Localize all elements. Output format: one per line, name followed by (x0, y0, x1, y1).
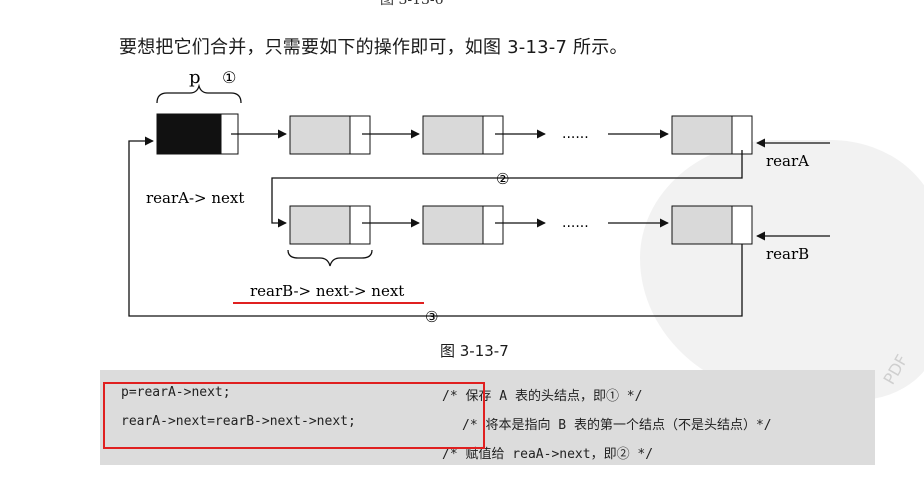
rearA-next-label: rearA-> next (146, 189, 244, 207)
step3-link (128, 136, 743, 317)
rearB-next-next-label: rearB-> next-> next (250, 282, 404, 300)
list-a-node-2 (422, 115, 504, 155)
watermark-seal (640, 140, 924, 400)
list-a-head-node (156, 113, 239, 155)
step1-marker: ① (222, 68, 236, 87)
code-comment-1: /* 保存 A 表的头结点，即① */ (442, 389, 643, 404)
rearA-label: rearA (766, 152, 809, 170)
p-label: p (189, 67, 201, 88)
top-figure-caption: 图 3-13-6 (380, 0, 444, 8)
linked-list-diagram: p ① ...... rearA ② rearA-> next ...... (128, 67, 830, 326)
list-a-ellipsis: ...... (562, 126, 589, 142)
code-comment-2: /* 将本是指向 B 表的第一个结点（不是头结点）*/ (462, 418, 772, 433)
step2-marker: ② (496, 170, 509, 188)
rearB-label: rearB (766, 245, 809, 263)
p-brace (156, 83, 242, 104)
list-a-node-1 (289, 115, 371, 155)
rearB-brace (287, 249, 373, 267)
list-b-rear-node (671, 205, 753, 245)
highlight-box (103, 382, 485, 449)
code-line-2: rearA->next=rearB->next->next; (121, 414, 356, 429)
intro-paragraph: 要想把它们合并，只需要如下的操作即可，如图 3-13-7 所示。 (119, 37, 628, 58)
code-comment-3: /* 赋值给 reaA->next，即② */ (442, 447, 654, 462)
list-b-node-1 (289, 205, 371, 245)
list-a-rear-node (671, 115, 753, 155)
figure-caption: 图 3-13-7 (440, 342, 509, 360)
list-b-ellipsis: ...... (562, 215, 589, 231)
code-line-1: p=rearA->next; (121, 385, 231, 400)
list-b-node-2 (422, 205, 504, 245)
step2-link (271, 150, 743, 228)
step3-marker: ③ (425, 308, 438, 326)
code-panel (100, 370, 875, 465)
